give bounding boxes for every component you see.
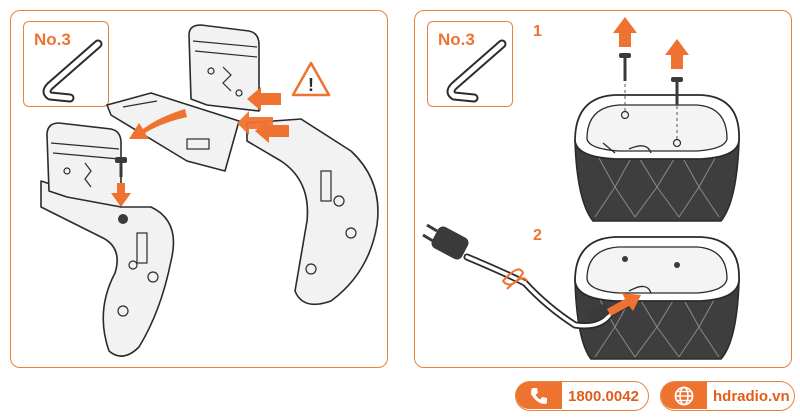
globe-icon [674, 386, 694, 406]
screw-icon [115, 157, 127, 177]
arrow-icon [111, 87, 289, 207]
tool-box-left: No.3 [23, 21, 109, 107]
connector-plate [106, 92, 240, 172]
tool-label: No.3 [438, 30, 475, 49]
tool-label: No.3 [34, 30, 71, 49]
left-instruction-panel: No.3 [10, 10, 388, 368]
screw-icon [619, 53, 631, 81]
phone-contact[interactable]: 1800.0042 [515, 381, 649, 411]
power-plug-icon [422, 223, 633, 330]
speaker-assembly-drawing [422, 17, 740, 360]
step-number: 1 [533, 23, 542, 40]
bracket-right [246, 118, 379, 306]
bracket-left [40, 180, 175, 357]
step-number: 2 [533, 227, 542, 244]
bracket-assembly-drawing: ! [40, 24, 379, 357]
phone-number: 1800.0042 [568, 388, 639, 405]
upper-mount-block [188, 24, 260, 112]
arrow-icon [613, 17, 689, 69]
speaker-bottom [574, 236, 740, 360]
hex-key-icon [42, 39, 103, 103]
warning-icon: ! [291, 61, 331, 97]
warning-symbol: ! [308, 75, 314, 95]
tool-box-right: No.3 [427, 21, 513, 107]
website-url: hdradio.vn [713, 388, 790, 405]
arrow-icon [607, 293, 641, 316]
website-link[interactable]: hdradio.vn [660, 381, 795, 411]
screw-icon [671, 77, 683, 105]
speaker-top [574, 75, 740, 222]
hex-key-icon [446, 39, 507, 103]
right-instruction-panel: No.3 1 2 [414, 10, 792, 368]
lower-mount-block [46, 122, 122, 208]
phone-icon [531, 388, 547, 404]
